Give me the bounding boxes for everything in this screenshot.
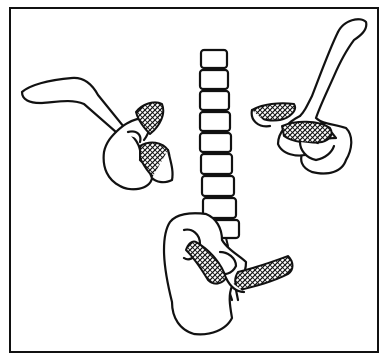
vertebra-7 xyxy=(202,176,234,196)
vertebra-2 xyxy=(200,70,228,89)
left-humerus-drawing xyxy=(22,78,173,189)
vertebra-6 xyxy=(201,154,232,174)
vertebra-4 xyxy=(200,112,230,131)
vertebra-5 xyxy=(200,133,231,152)
vertebra-1 xyxy=(201,50,227,68)
right-humerus-drawing xyxy=(252,19,367,173)
vertebra-3 xyxy=(200,91,229,110)
